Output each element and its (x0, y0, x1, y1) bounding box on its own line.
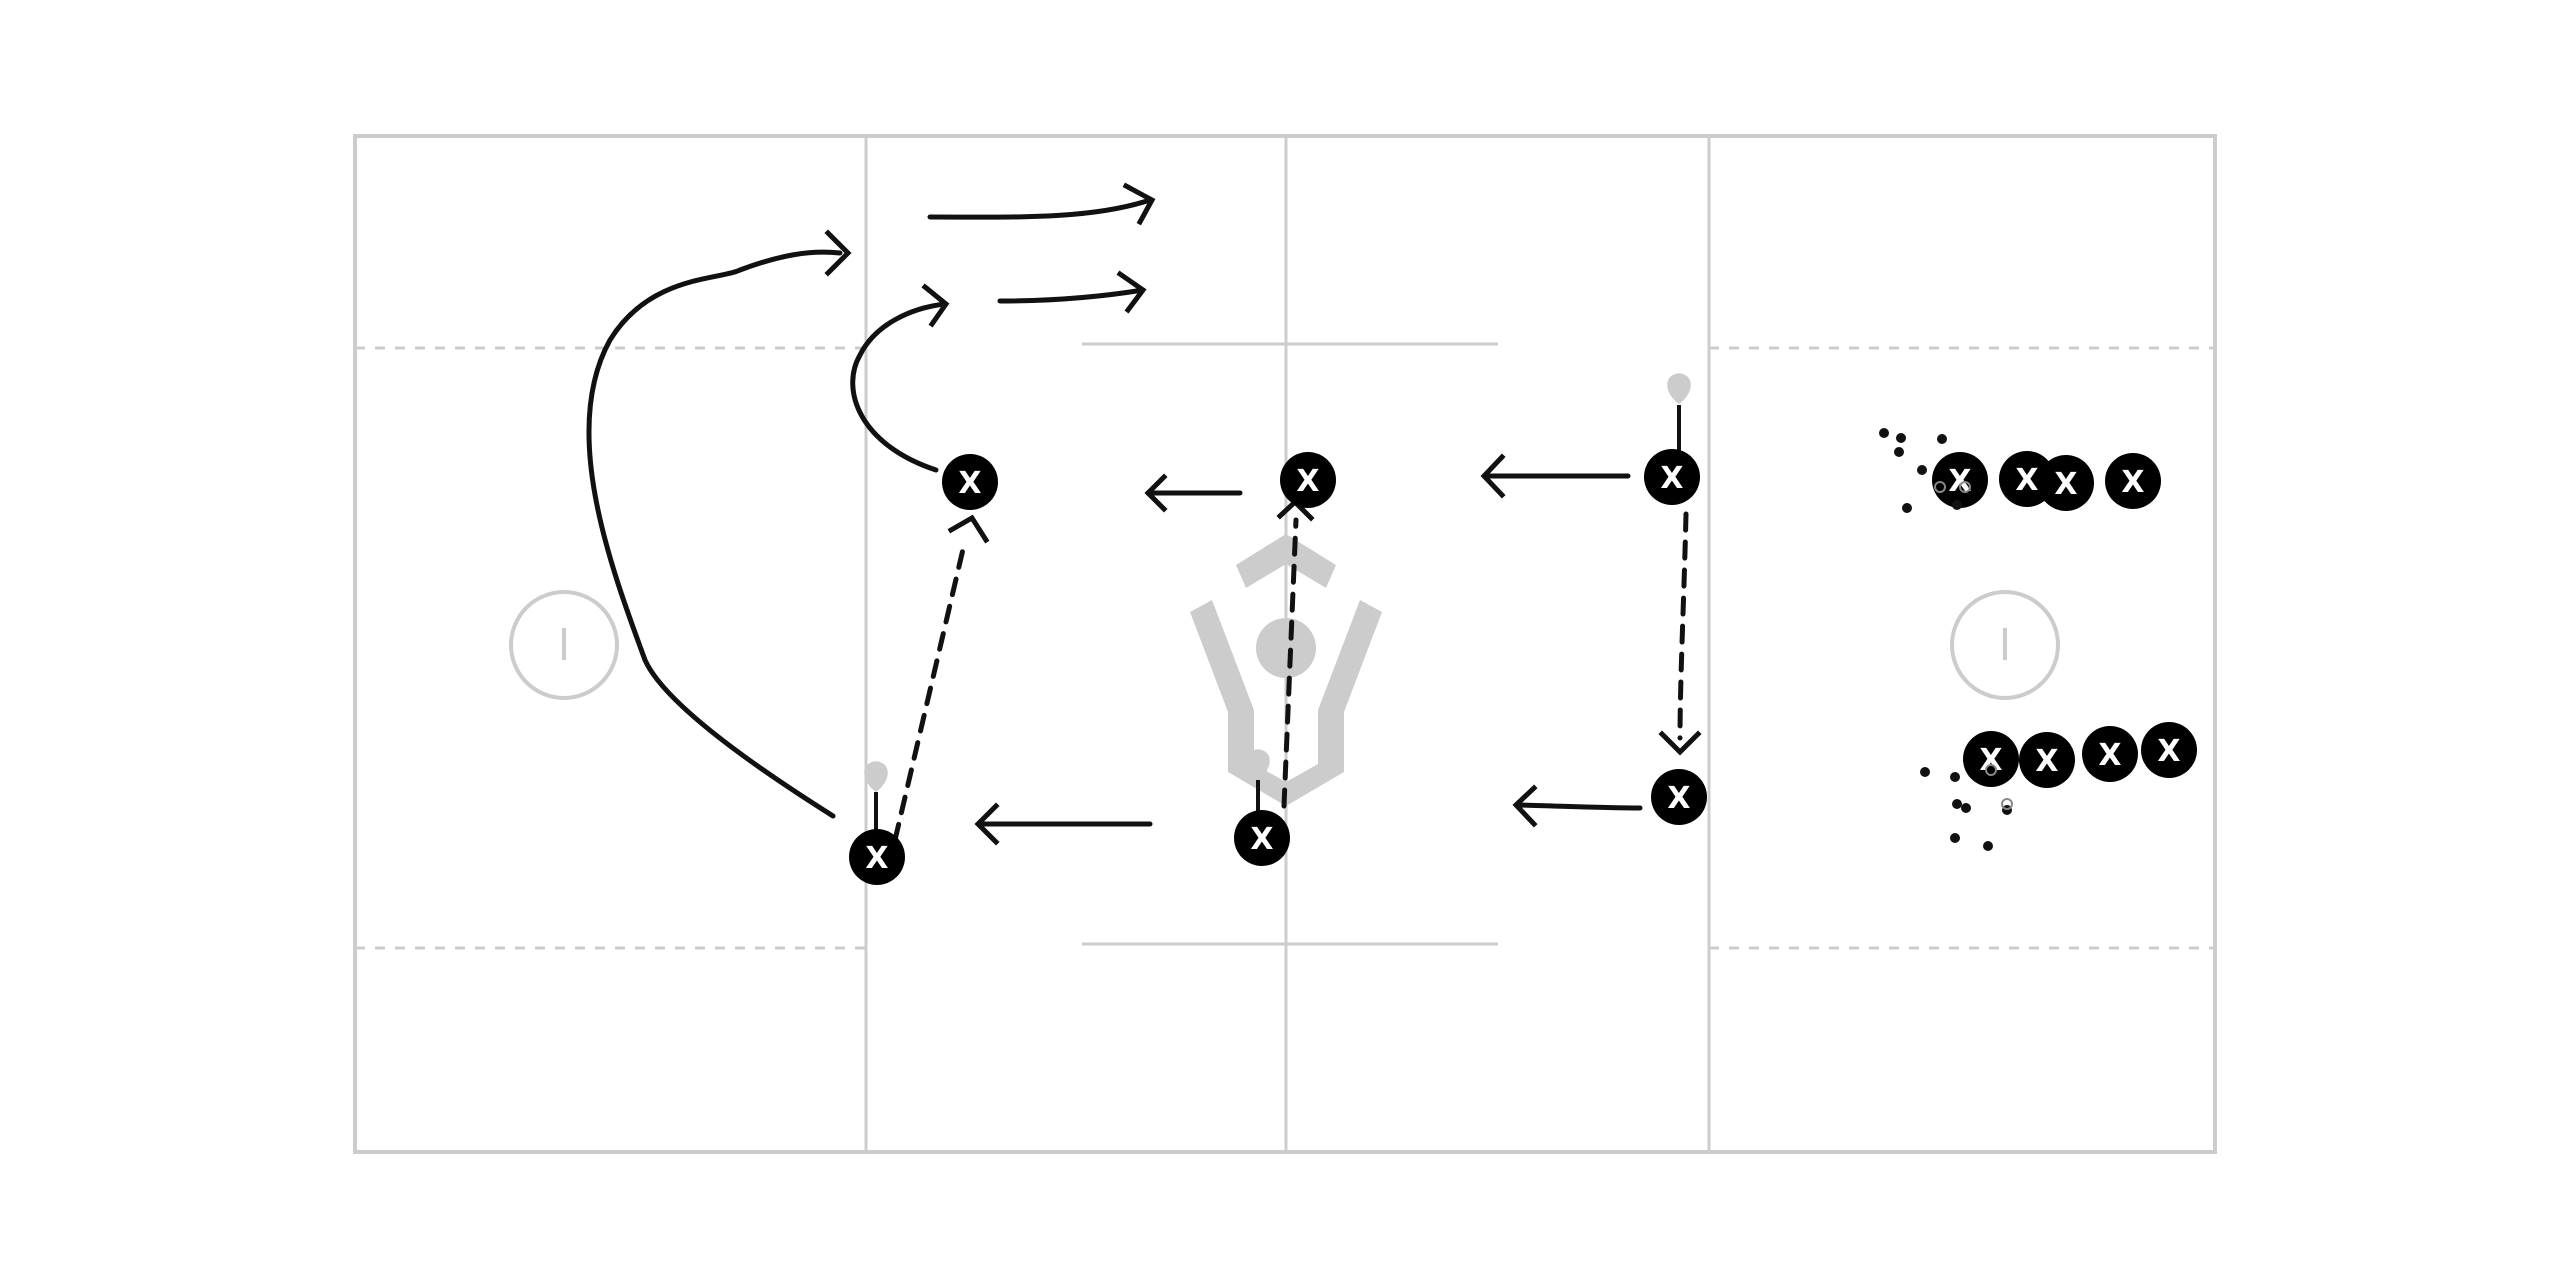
balls (1879, 428, 2013, 851)
arrowhead-icon (1122, 182, 1156, 226)
run-path-curl (850, 301, 948, 473)
ball (1896, 433, 1906, 443)
player-marker: X (2141, 722, 2197, 778)
arrowheads (824, 182, 1702, 846)
ball (1961, 803, 1971, 813)
ball (1934, 481, 1946, 493)
player-label: X (1250, 822, 1273, 857)
pass-right (1677, 511, 1689, 741)
player-marker: X (2038, 455, 2094, 511)
player-marker: X (849, 829, 905, 885)
run-path-big-loop (586, 249, 843, 819)
player-label: X (1979, 743, 2002, 778)
player-label: X (865, 841, 888, 876)
player-label: X (958, 466, 981, 501)
player-marker: X (2082, 726, 2138, 782)
ball (1920, 767, 1930, 777)
field (353, 134, 2217, 1154)
player-label: X (2098, 738, 2121, 773)
player-label: X (2121, 465, 2144, 500)
arrowhead-icon (824, 229, 852, 277)
arrowhead-icon (1658, 730, 1702, 756)
player-label: X (1667, 781, 1690, 816)
team-logo-icon (1190, 534, 1382, 806)
ball (1950, 772, 1960, 782)
pass-paths (892, 511, 1689, 843)
ball (1952, 500, 1962, 510)
ball (1894, 447, 1904, 457)
player-marker: X (1234, 810, 1290, 866)
arrowhead-icon (974, 802, 1000, 846)
arrowhead-icon (921, 283, 950, 328)
player-label: X (1660, 461, 1683, 496)
lacrosse-stick-icon (864, 761, 888, 840)
run-path-top-2 (997, 287, 1146, 304)
ball (2001, 798, 2013, 810)
ball (1902, 503, 1912, 513)
run-left-bottom-right (1515, 802, 1643, 811)
lacrosse-stick-icon (1667, 373, 1691, 454)
player-label: X (2015, 463, 2038, 498)
ball (1937, 434, 1947, 444)
ball (1917, 465, 1927, 475)
ball (1879, 428, 1889, 438)
arrowhead-icon (1116, 270, 1147, 314)
ball (1985, 764, 1997, 776)
player-label: X (2035, 744, 2058, 779)
sticks (864, 373, 1691, 840)
players: X X X X X X X X (849, 449, 2197, 885)
arrowhead-icon (1144, 473, 1168, 513)
player-marker: X (1644, 449, 1700, 505)
player-label: X (2054, 467, 2077, 502)
lacrosse-stick-icon (1246, 749, 1270, 812)
pass-center (1281, 517, 1299, 809)
player-label: X (2157, 734, 2180, 769)
player-label: X (1948, 464, 1971, 499)
arrowhead-icon (947, 514, 990, 544)
player-marker: X (942, 454, 998, 510)
player-marker: X (2105, 453, 2161, 509)
right-goal-crease (1950, 590, 2060, 700)
ball (1983, 841, 1993, 851)
player-marker: X (1932, 452, 1988, 508)
left-goal-crease (509, 590, 619, 700)
player-label: X (1296, 464, 1319, 499)
player-marker: X (2019, 732, 2075, 788)
ball (1950, 833, 1960, 843)
player-marker: X (1651, 769, 1707, 825)
arrowhead-icon (1512, 784, 1538, 828)
player-marker: X (1963, 731, 2019, 787)
ball (1959, 481, 1971, 493)
arrowhead-icon (1480, 453, 1506, 499)
player-marker: X (1280, 452, 1336, 508)
run-path-top-1 (927, 197, 1153, 220)
ball (1952, 799, 1962, 809)
pass-left (892, 542, 967, 843)
movement-paths (586, 197, 1643, 827)
